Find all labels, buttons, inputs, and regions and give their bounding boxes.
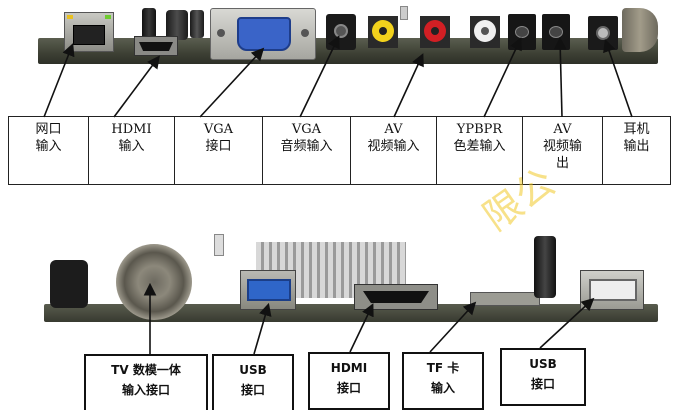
- label-line: 出: [555, 156, 569, 171]
- label-line: 输入: [118, 139, 145, 154]
- label-usb-port: USB 接口: [212, 354, 294, 410]
- label-line: 输入: [35, 139, 62, 154]
- label-hdmi-port: HDMI 接口: [308, 352, 390, 410]
- label-vga-audio-input: VGA 音频输入: [262, 116, 351, 185]
- label-line: 接口: [240, 383, 265, 397]
- capacitor: [534, 236, 556, 298]
- label-line: YPBPR: [456, 122, 503, 137]
- arrow-usb: [253, 302, 272, 355]
- top-label-table: 网口 输入 HDMI 输入 VGA 接口 VGA 音频输入 AV 视频输入 YP…: [8, 116, 671, 185]
- av-input-yellow-jack: [368, 16, 398, 48]
- arrow-ypbpr: [483, 37, 522, 118]
- label-line: 视频输入: [367, 139, 420, 154]
- arrow-headphone: [603, 38, 633, 118]
- bottom-board-photo: [44, 226, 660, 326]
- bottom-pcb: [44, 304, 658, 322]
- label-line: 接口: [205, 139, 232, 154]
- arrow-av-input: [393, 53, 424, 118]
- left-jack: [50, 260, 88, 308]
- arrow-tf: [429, 301, 477, 353]
- label-line: 接口: [530, 377, 555, 391]
- label-line: AV: [384, 122, 403, 137]
- capacitor: [190, 10, 204, 38]
- label-line: 输入接口: [121, 383, 170, 397]
- label-vga-port: VGA 接口: [174, 116, 263, 185]
- label-headphone-output: 耳机 输出: [602, 116, 671, 185]
- av-input-red-jack: [420, 16, 450, 48]
- arrow-hdmi-bottom: [349, 303, 374, 353]
- label-line: 输入: [430, 381, 455, 395]
- label-line: HDMI: [330, 361, 368, 375]
- label-line: AV: [553, 122, 572, 137]
- tf-card-slot: [470, 292, 540, 306]
- post: [214, 234, 224, 256]
- label-line: 音频输入: [280, 139, 333, 154]
- label-line: 网口: [35, 122, 62, 137]
- post: [400, 6, 408, 20]
- label-line: VGA: [291, 122, 322, 137]
- arrow-usb-2: [539, 297, 595, 349]
- label-line: 输出: [623, 139, 650, 154]
- arrow-vga-audio: [299, 35, 340, 118]
- arrow-hdmi: [113, 55, 160, 118]
- capacitor: [142, 8, 156, 40]
- label-line: TF 卡: [426, 361, 460, 375]
- label-av-video-output: AV 视频输 出: [522, 116, 603, 185]
- arrow-vga: [199, 47, 265, 118]
- label-line: TV 数模一体: [111, 363, 181, 377]
- label-ypbpr-input: YPBPR 色差输入: [436, 116, 523, 185]
- label-line: 耳机: [623, 122, 650, 137]
- label-network-input: 网口 输入: [8, 116, 89, 185]
- label-line: 视频输: [542, 139, 582, 154]
- label-line: USB: [529, 357, 557, 371]
- ypbpr-white-jack: [470, 16, 500, 48]
- label-hdmi-input: HDMI 输入: [88, 116, 175, 185]
- label-tv-input: TV 数模一体 输入接口: [84, 354, 208, 410]
- label-line: VGA: [203, 122, 234, 137]
- label-av-video-input: AV 视频输入: [350, 116, 437, 185]
- rf-connector: [622, 8, 658, 52]
- capacitor: [166, 10, 188, 40]
- label-line: 接口: [336, 381, 361, 395]
- label-line: 色差输入: [453, 139, 506, 154]
- arrow-network: [43, 43, 75, 118]
- label-line: HDMI: [111, 122, 152, 137]
- label-line: USB: [239, 363, 267, 377]
- arrow-av-output: [553, 36, 567, 118]
- label-tf-card: TF 卡 输入: [402, 352, 484, 410]
- hdmi-port: [134, 36, 178, 56]
- label-usb-port-2: USB 接口: [500, 348, 586, 406]
- tv-tuner-connector: [116, 244, 192, 320]
